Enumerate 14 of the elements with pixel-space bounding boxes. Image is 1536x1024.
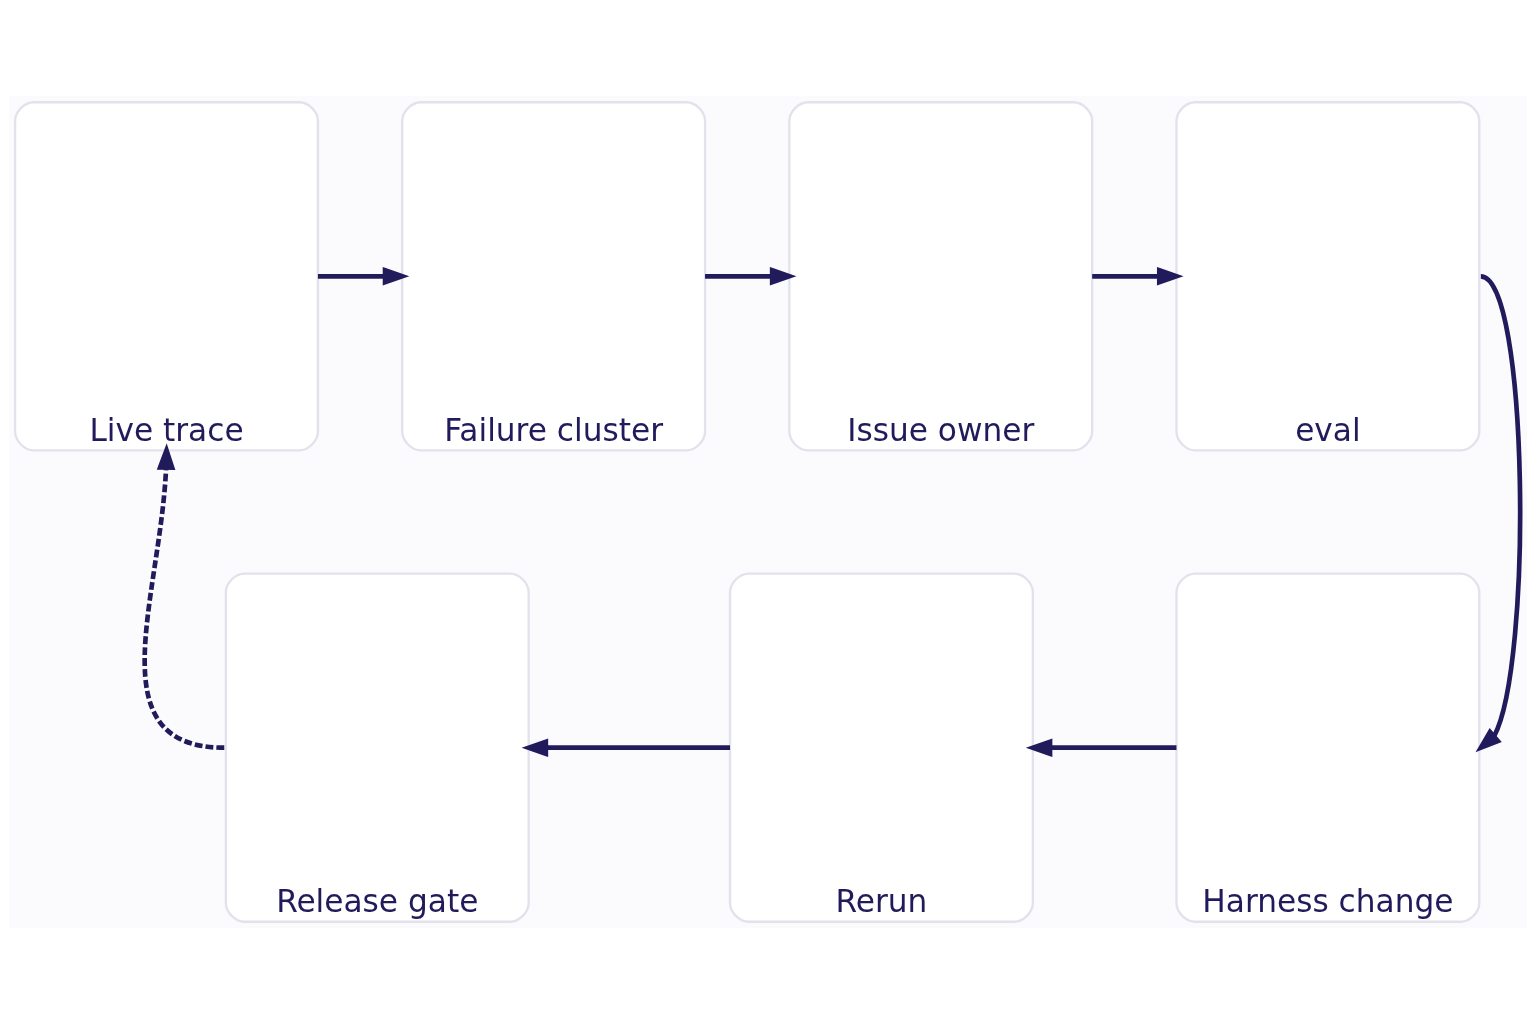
arrow xyxy=(1025,738,1177,757)
arrow xyxy=(1475,274,1523,753)
node-box: Issue owner xyxy=(788,101,1094,452)
arrow xyxy=(705,267,797,286)
node-box: eval xyxy=(1175,101,1481,452)
node-box: Failure cluster xyxy=(401,101,707,452)
arrow xyxy=(317,267,410,286)
node-box: Harness change xyxy=(1175,572,1481,923)
node-box: Release gate xyxy=(224,572,530,923)
arrow xyxy=(142,443,225,751)
arrow xyxy=(521,738,731,757)
node-box: Live trace xyxy=(13,101,320,452)
arrow xyxy=(1092,267,1184,286)
node-box: Rerun xyxy=(728,572,1035,923)
